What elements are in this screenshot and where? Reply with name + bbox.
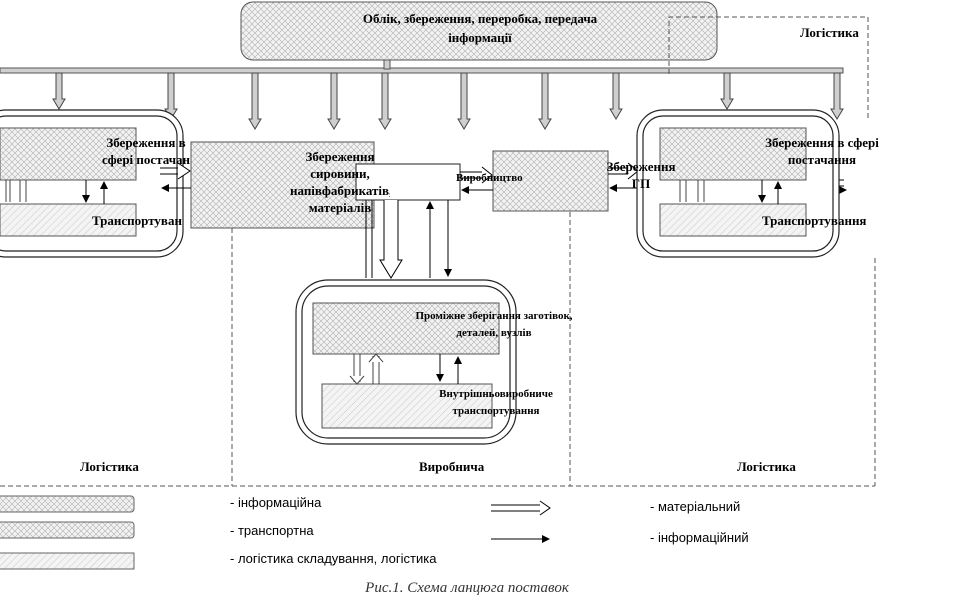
raw-storage-box <box>190 141 375 229</box>
right-sales-group <box>636 109 840 258</box>
right-storage-label: Збереження в сфері постачання <box>765 135 879 167</box>
logistics-top-frame <box>668 16 869 120</box>
production-label: Виробництво <box>456 172 523 184</box>
center-box <box>355 163 461 201</box>
finished-storage-label: Збереження ГП <box>606 159 676 191</box>
intermediate-transport-label: Внутрішньовиробниче транспортування <box>439 388 553 417</box>
intermediate-storage-label: Проміжне зберігання заготівок, деталей, … <box>415 310 573 339</box>
legend-transport: - транспортна <box>230 523 314 538</box>
info-center-label: Облік, збереження, переробка, передача і… <box>362 11 598 45</box>
legend-info-arrow: - інформаційний <box>650 530 749 545</box>
raw-storage-label: Збереження сировини, напівфабрикатів, ма… <box>290 149 390 215</box>
vertical-links <box>365 200 452 279</box>
legend-material-arrow: - матеріальний <box>650 499 741 514</box>
right-transport-label: Транспортування <box>762 213 867 228</box>
left-storage-label: Збереження в сфері постачан <box>101 135 191 167</box>
left-supply-group <box>0 109 184 258</box>
zone-label-left: Логістика <box>80 459 139 474</box>
info-bus <box>0 67 844 74</box>
info-center-box <box>240 1 718 61</box>
figure-caption: Рис.1. Схема ланцюга поставок <box>365 580 569 596</box>
production-box <box>492 150 609 212</box>
legend-warehouse: - логістика складування, логістика <box>230 551 437 566</box>
logistics-top-label: Логістика <box>800 25 859 40</box>
zone-dividers <box>0 212 876 487</box>
left-transport-label: Транспортуван <box>92 213 182 228</box>
intermediate-group <box>295 279 517 445</box>
zone-label-center: Виробнича <box>419 459 485 474</box>
legend-swatches <box>0 495 551 570</box>
bus-down-arrows <box>52 72 844 130</box>
zone-label-right: Логістика <box>737 459 796 474</box>
legend-informational: - інформаційна <box>230 495 322 510</box>
